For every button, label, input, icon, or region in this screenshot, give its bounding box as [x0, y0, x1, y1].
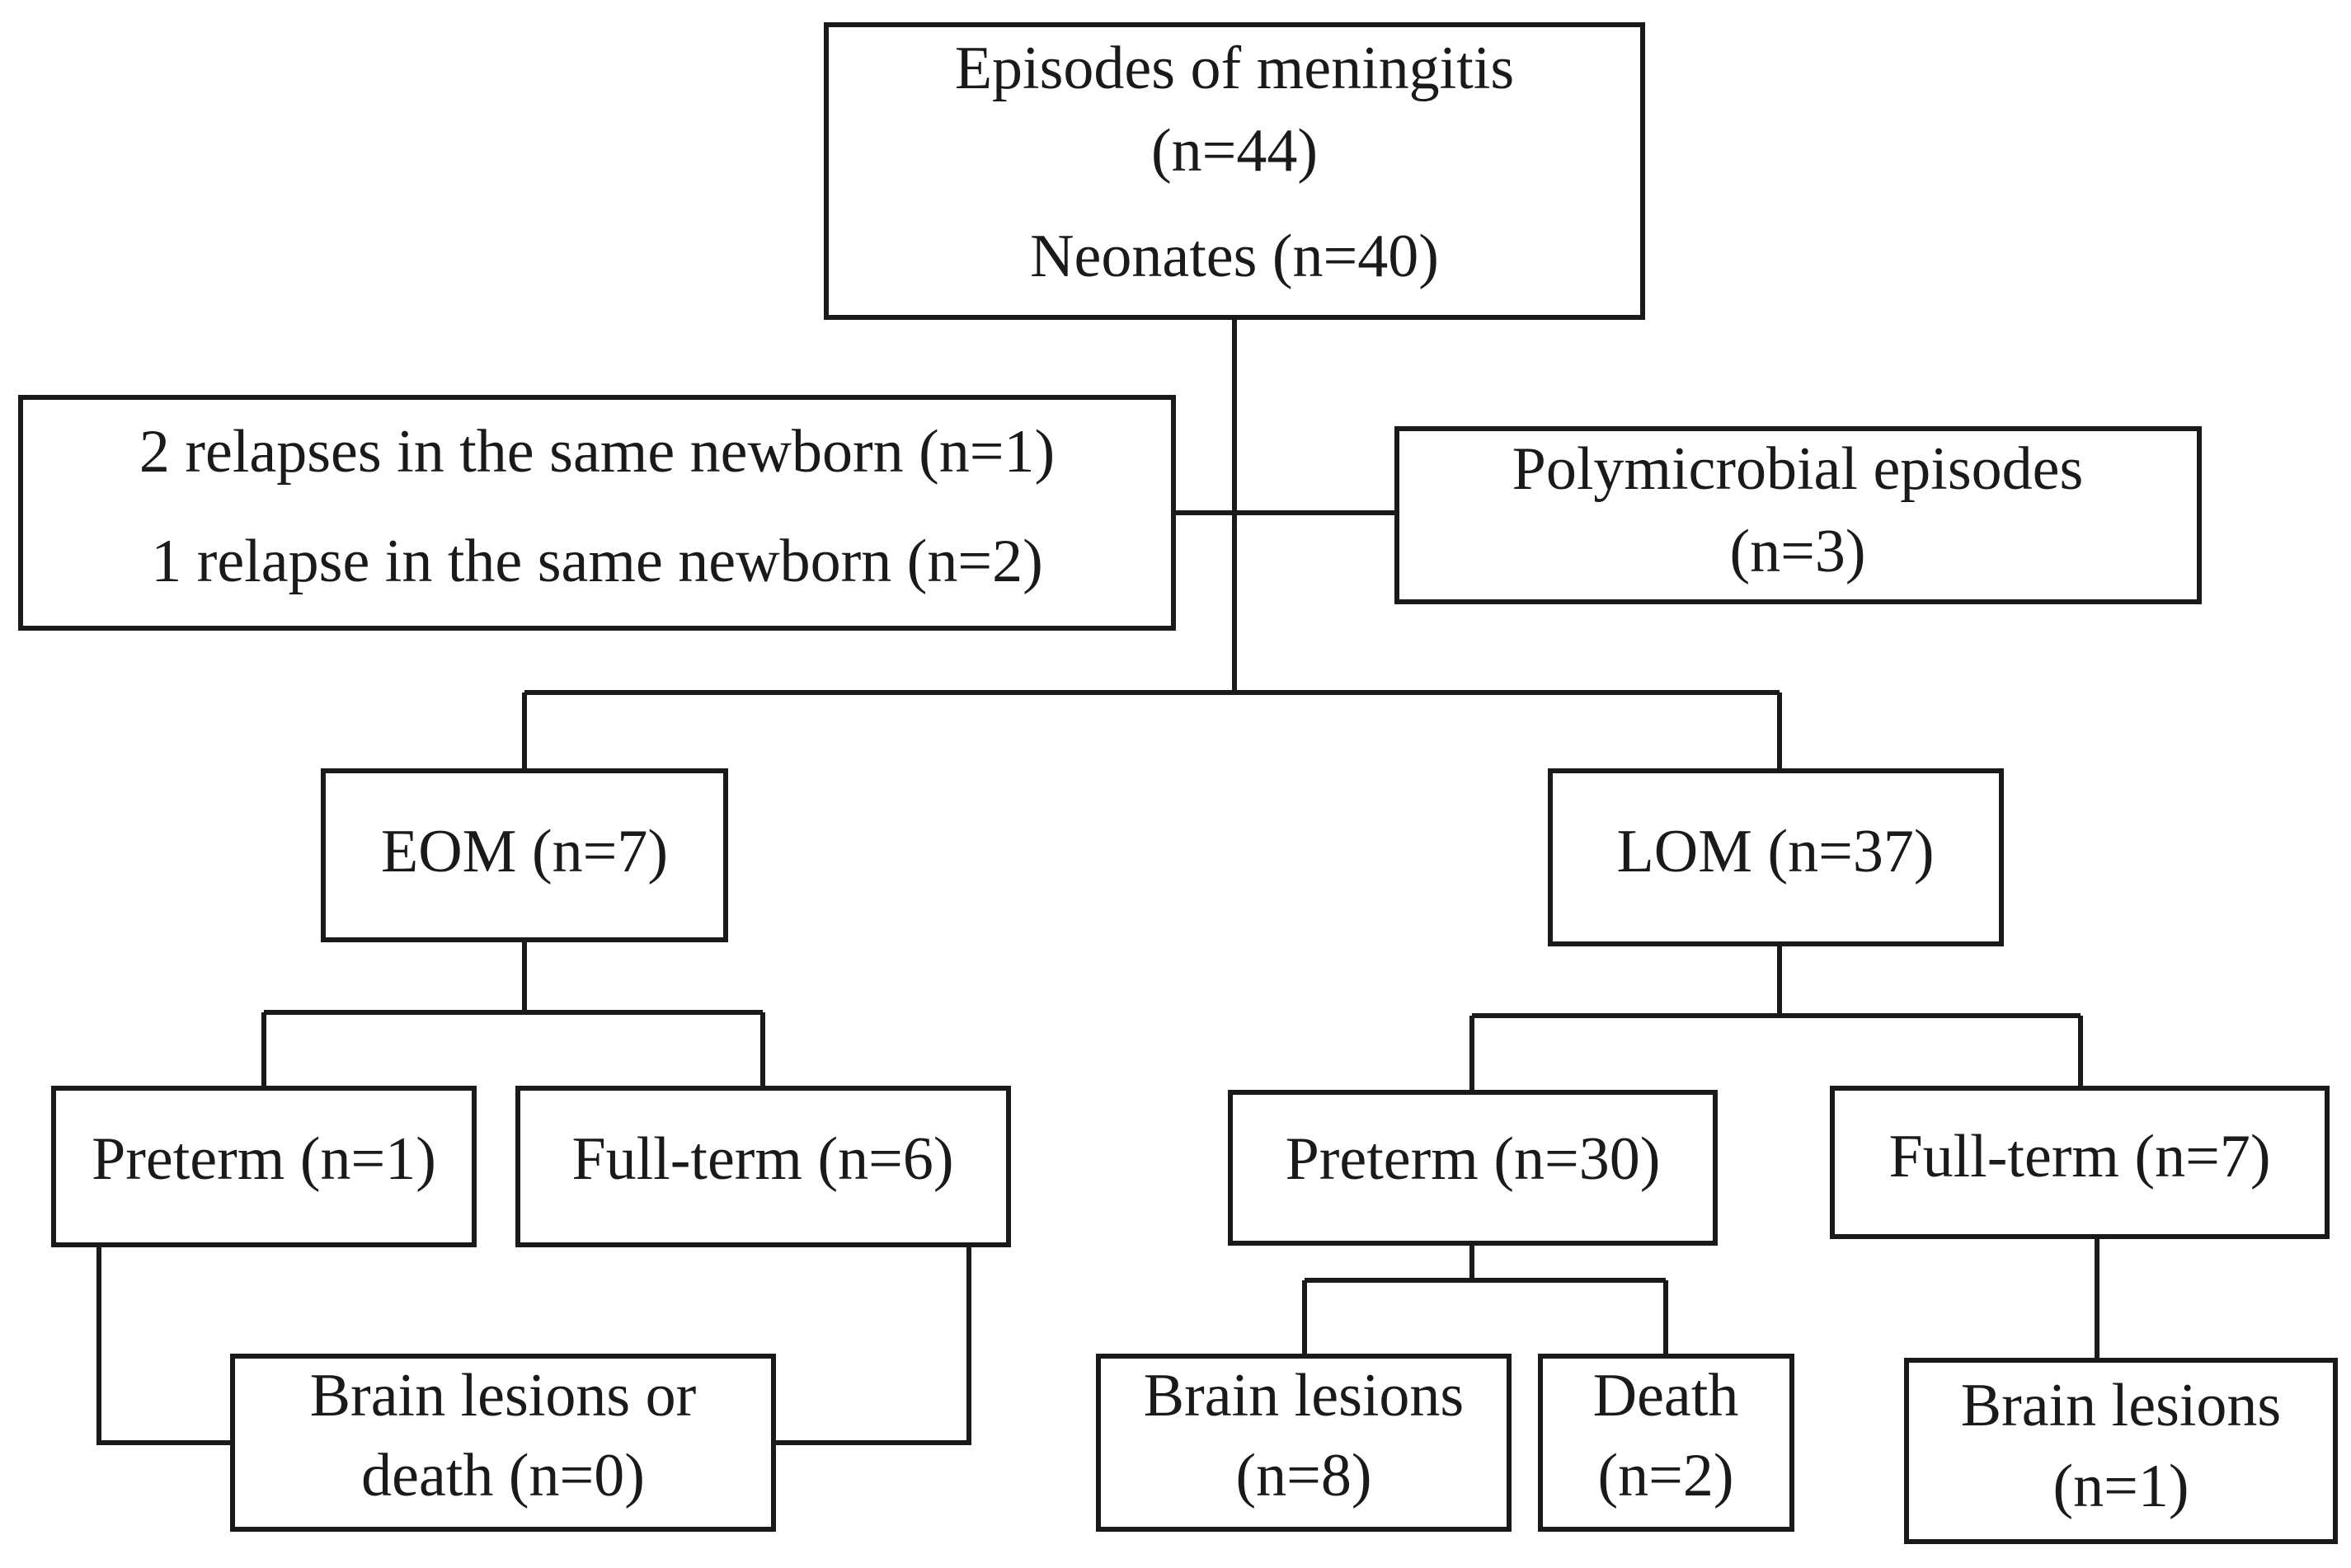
eom-preterm-label: Preterm (n=1) — [92, 1125, 436, 1193]
lom-box: LOM (n=37) — [1548, 768, 2004, 946]
lom-preterm-box: Preterm (n=30) — [1228, 1090, 1718, 1246]
eom-label: EOM (n=7) — [381, 818, 668, 885]
relapses-two: 2 relapses in the same newborn (n=1) — [139, 418, 1055, 486]
polymicrobial-title: Polymicrobial episodes — [1512, 435, 2084, 503]
lom-preterm-brain-box: Brain lesions (n=8) — [1096, 1354, 1512, 1532]
relapses-box: 2 relapses in the same newborn (n=1) 1 r… — [18, 395, 1176, 631]
lom-preterm-death-box: Death (n=2) — [1538, 1354, 1794, 1532]
lom-fullterm-brain-box: Brain lesions (n=1) — [1904, 1358, 2338, 1544]
episodes-box: Episodes of meningitis (n=44) Neonates (… — [824, 22, 1645, 320]
lom-preterm-brain-line2: (n=8) — [1235, 1442, 1371, 1509]
polymicrobial-count: (n=3) — [1729, 518, 1865, 585]
neonates-count: Neonates (n=40) — [1030, 223, 1439, 290]
lom-fullterm-label: Full-term (n=7) — [1888, 1123, 2270, 1190]
lom-preterm-death-line2: (n=2) — [1597, 1442, 1733, 1509]
eom-outcome-box: Brain lesions or death (n=0) — [230, 1354, 776, 1532]
lom-fullterm-box: Full-term (n=7) — [1830, 1086, 2330, 1239]
connector-eom-preterm-outcome — [96, 1245, 233, 1445]
connectors — [96, 317, 2099, 1445]
episodes-title: Episodes of meningitis — [955, 35, 1514, 102]
eom-fullterm-box: Full-term (n=6) — [515, 1086, 1011, 1247]
lom-fullterm-brain-line1: Brain lesions — [1961, 1372, 2281, 1439]
lom-preterm-death-line1: Death — [1593, 1362, 1739, 1430]
relapses-one: 1 relapse in the same newborn (n=2) — [151, 528, 1043, 595]
lom-preterm-brain-line1: Brain lesions — [1144, 1362, 1464, 1430]
lom-preterm-label: Preterm (n=30) — [1286, 1125, 1661, 1193]
episodes-count: (n=44) — [1151, 117, 1318, 185]
connector-eom-fullterm-outcome — [773, 1245, 971, 1445]
polymicrobial-box: Polymicrobial episodes (n=3) — [1394, 426, 2202, 604]
eom-box: EOM (n=7) — [321, 768, 728, 942]
lom-fullterm-brain-line2: (n=1) — [2052, 1453, 2189, 1520]
eom-outcome-line2: death (n=0) — [361, 1442, 645, 1509]
eom-preterm-box: Preterm (n=1) — [51, 1086, 477, 1247]
lom-label: LOM (n=37) — [1617, 818, 1935, 885]
eom-fullterm-label: Full-term (n=6) — [571, 1125, 953, 1193]
eom-outcome-line1: Brain lesions or — [310, 1362, 697, 1430]
